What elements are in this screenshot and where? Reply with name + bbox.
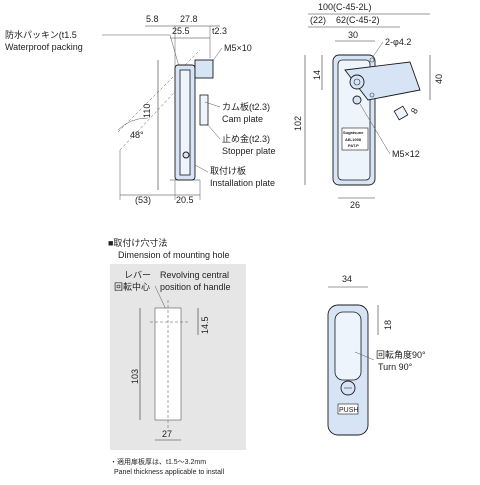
dim-27: 27 [162, 429, 172, 439]
leader-install [194, 164, 209, 173]
note-jp: ・適用扉板厚は、t1.5〜3.2mm [110, 457, 206, 466]
badge-line1: AB-1098 [345, 137, 362, 142]
cutout-hole [154, 307, 182, 421]
angle-arc [117, 117, 149, 131]
center-jp: 回転中心 [114, 281, 150, 292]
dim-5-8: 5.8 [146, 14, 159, 24]
side-view: 5.8 27.8 25.5 t2.3 防水パッキン(t1.5 Waterproo… [5, 14, 276, 205]
dim-26: 26 [350, 200, 360, 210]
dim-25-5: 25.5 [172, 26, 190, 36]
swing-line [117, 49, 201, 133]
hole-2 [369, 92, 375, 98]
pivot-front [349, 74, 365, 90]
dim-30: 30 [348, 30, 358, 40]
dim-8: 8 [409, 106, 420, 115]
stopper-plate-en: Stopper plate [222, 146, 276, 156]
leader-holes [371, 41, 384, 59]
dim-110: 110 [142, 104, 152, 118]
screw-front [352, 95, 362, 105]
turn-en: Turn 90° [378, 362, 413, 372]
leader-screw [211, 47, 223, 63]
turn-jp: 回転角度90° [376, 349, 426, 360]
dim-27-8: 27.8 [180, 14, 198, 24]
holes-label: 2-φ4.2 [385, 37, 411, 47]
dim-100: 100(C-45-2L) [318, 2, 372, 12]
note-en: Panel thickness applicable to install [114, 469, 225, 476]
installation-plate-jp: 取付け板 [210, 165, 246, 176]
dim-14: 14 [312, 70, 322, 80]
hole-1 [369, 57, 375, 63]
lever-tip [393, 105, 409, 121]
cam-plate-side [199, 94, 209, 126]
position-en: position of handle [160, 282, 231, 292]
dim-40: 40 [434, 74, 444, 84]
angle-48: 48° [130, 130, 144, 140]
lever-front [344, 61, 421, 101]
swing-line-2 [119, 59, 206, 151]
badge-front [341, 127, 369, 151]
pivot-core-front [353, 78, 361, 86]
latch-inner-side [179, 69, 191, 176]
dim-t2-3: t2.3 [212, 26, 227, 36]
badge-line2: PAT.P [348, 143, 359, 148]
screw-m5x12: M5×12 [392, 149, 420, 159]
dim-14-5: 14.5 [200, 316, 210, 334]
mounting-hole-view: ■取付け穴寸法 Dimension of mounting hole レバー 回… [108, 237, 246, 476]
dim-53: (53) [135, 195, 151, 205]
leader-stopper [206, 123, 221, 140]
push-label: PUSH [339, 407, 358, 414]
waterproof-packing-en: Waterproof packing [5, 42, 83, 52]
mounting-title-en: Dimension of mounting hole [118, 250, 230, 260]
revolving-en: Revolving central [160, 270, 229, 280]
dim-34: 34 [342, 274, 352, 284]
push-badge [337, 403, 359, 415]
stopper-plate-jp: 止め金(t2.3) [222, 133, 270, 144]
front-view: 100(C-45-2L) (22) 62(C-45-2) 30 2-φ4.2 S… [293, 2, 444, 210]
lever-top-side [194, 59, 214, 79]
dim-18: 18 [383, 320, 393, 330]
lever-recess-turn [334, 311, 362, 381]
mounting-title-jp: ■取付け穴寸法 [108, 237, 167, 248]
cam-plate-en: Cam plate [222, 114, 263, 124]
turn-view: 34 PUSH 18 回転角度90° Turn 90° [327, 274, 426, 436]
dim-22: (22) [310, 15, 326, 25]
waterproof-packing-jp: 防水パッキン(t1.5 [5, 29, 77, 40]
dim-62: 62(C-45-2) [336, 15, 380, 25]
screw-m5x10: M5×10 [224, 43, 252, 53]
leader-m5x12 [359, 103, 391, 155]
dim-102: 102 [293, 116, 303, 131]
installation-plate-en: Installation plate [210, 178, 275, 188]
leader-cam [204, 101, 221, 108]
lever-jp: レバー [124, 270, 151, 280]
screw-side [182, 151, 190, 159]
cam-plate-jp: カム板(t2.3) [222, 101, 270, 112]
leader-turn [354, 351, 375, 361]
dim-20-5: 20.5 [176, 195, 194, 205]
dim-103: 103 [130, 369, 140, 384]
leader-packing-2 [169, 34, 181, 71]
badge-brand: Sugatsune [343, 130, 364, 135]
